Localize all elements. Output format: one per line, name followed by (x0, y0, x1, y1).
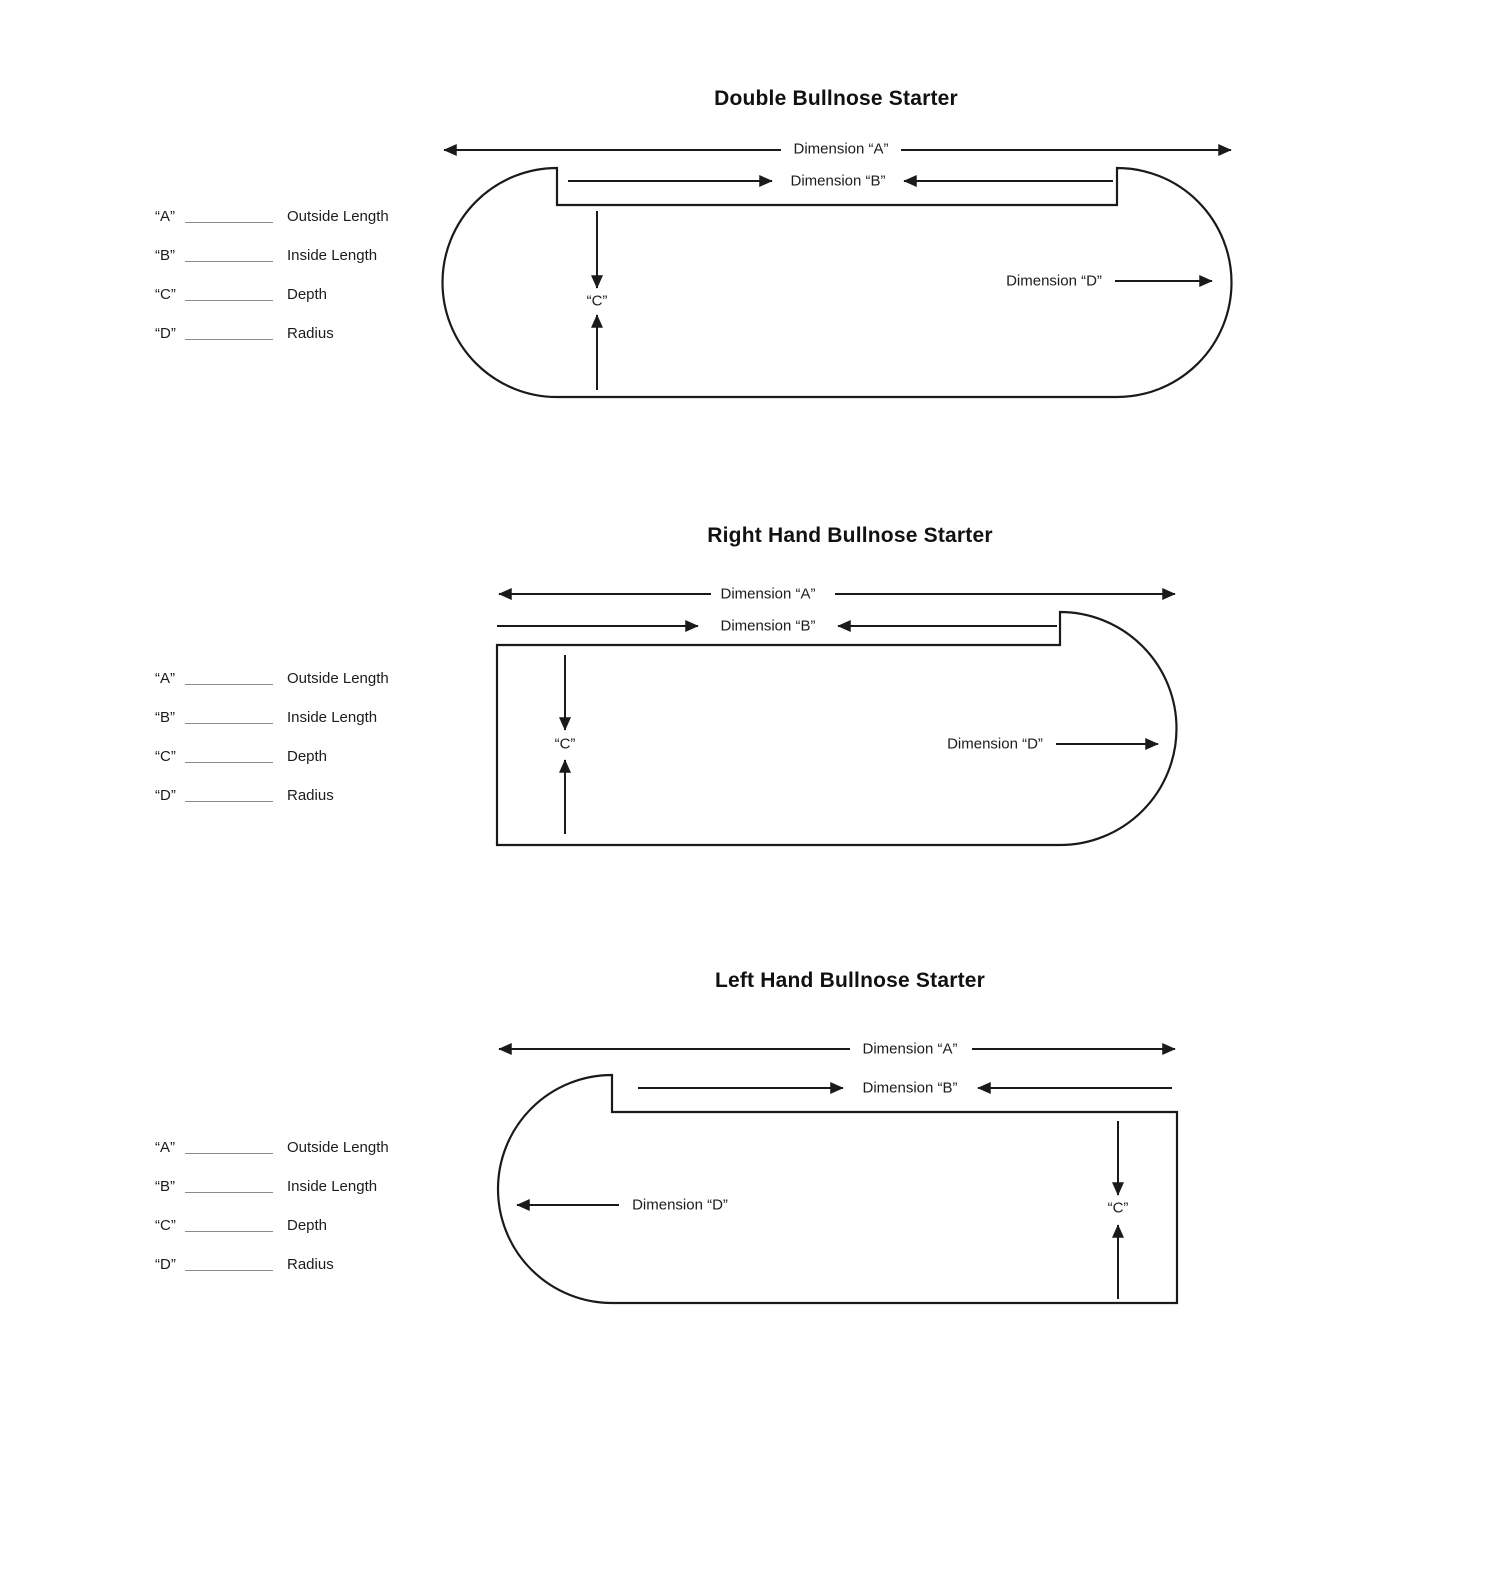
form-desc: Inside Length (287, 709, 378, 726)
form-row-c: “C” Depth (155, 1212, 389, 1234)
form-row-c: “C” Depth (155, 281, 389, 303)
form-key: “D” (155, 325, 176, 342)
form-desc: Depth (287, 286, 328, 303)
dimension-b-label: Dimension “B” (790, 172, 886, 190)
fill-in-blank (185, 669, 273, 685)
form-key: “C” (155, 286, 176, 303)
section-title: Double Bullnose Starter (714, 87, 958, 110)
dimension-b-label: Dimension “B” (862, 1079, 958, 1097)
form-key: “B” (155, 247, 175, 264)
form-row-d: “D” Radius (155, 782, 389, 804)
form-key: “C” (155, 1217, 176, 1234)
dimension-d-label: Dimension “D” (632, 1196, 728, 1214)
fill-in-blank (185, 1138, 273, 1154)
spec-form: “A” Outside Length “B” Inside Length “C”… (155, 203, 389, 359)
form-row-a: “A” Outside Length (155, 203, 389, 225)
form-desc: Radius (287, 1256, 334, 1273)
fill-in-blank (185, 324, 273, 340)
form-desc: Outside Length (287, 208, 389, 225)
dimension-b-label: Dimension “B” (720, 617, 816, 635)
fill-in-blank (185, 747, 273, 763)
form-key: “A” (155, 208, 175, 225)
form-desc: Outside Length (287, 670, 389, 687)
fill-in-blank (185, 786, 273, 802)
fill-in-blank (185, 285, 273, 301)
form-key: “B” (155, 1178, 175, 1195)
form-row-a: “A” Outside Length (155, 1134, 389, 1156)
form-desc: Depth (287, 748, 328, 765)
fill-in-blank (185, 246, 273, 262)
dimension-c-label: “C” (1107, 1199, 1129, 1217)
fill-in-blank (185, 1216, 273, 1232)
form-key: “C” (155, 748, 176, 765)
dimension-a-label: Dimension “A” (862, 1040, 958, 1058)
left-hand-bullnose-outline (496, 1073, 1179, 1305)
form-key: “A” (155, 1139, 175, 1156)
dimension-a-label: Dimension “A” (720, 585, 816, 603)
form-desc: Inside Length (287, 1178, 378, 1195)
double-bullnose-outline (441, 166, 1233, 399)
dimension-d-label: Dimension “D” (1006, 272, 1102, 290)
spec-form: “A” Outside Length “B” Inside Length “C”… (155, 1134, 389, 1290)
section-title: Left Hand Bullnose Starter (714, 969, 986, 992)
form-desc: Radius (287, 787, 334, 804)
dimension-c-label: “C” (586, 292, 608, 310)
form-desc: Outside Length (287, 1139, 389, 1156)
form-key: “A” (155, 670, 175, 687)
form-desc: Inside Length (287, 247, 378, 264)
form-desc: Depth (287, 1217, 328, 1234)
dimension-c-label: “C” (554, 735, 576, 753)
dimension-a-label: Dimension “A” (793, 140, 889, 158)
form-row-c: “C” Depth (155, 743, 389, 765)
section-title: Right Hand Bullnose Starter (707, 524, 993, 547)
fill-in-blank (185, 708, 273, 724)
form-key: “D” (155, 1256, 176, 1273)
right-hand-bullnose-outline (495, 610, 1178, 847)
form-row-b: “B” Inside Length (155, 704, 389, 726)
form-row-b: “B” Inside Length (155, 1173, 389, 1195)
form-key: “D” (155, 787, 176, 804)
form-row-d: “D” Radius (155, 1251, 389, 1273)
fill-in-blank (185, 1177, 273, 1193)
dimension-d-label: Dimension “D” (947, 735, 1043, 753)
fill-in-blank (185, 1255, 273, 1271)
spec-form: “A” Outside Length “B” Inside Length “C”… (155, 665, 389, 821)
form-desc: Radius (287, 325, 334, 342)
fill-in-blank (185, 207, 273, 223)
form-row-d: “D” Radius (155, 320, 389, 342)
form-row-b: “B” Inside Length (155, 242, 389, 264)
form-row-a: “A” Outside Length (155, 665, 389, 687)
form-key: “B” (155, 709, 175, 726)
